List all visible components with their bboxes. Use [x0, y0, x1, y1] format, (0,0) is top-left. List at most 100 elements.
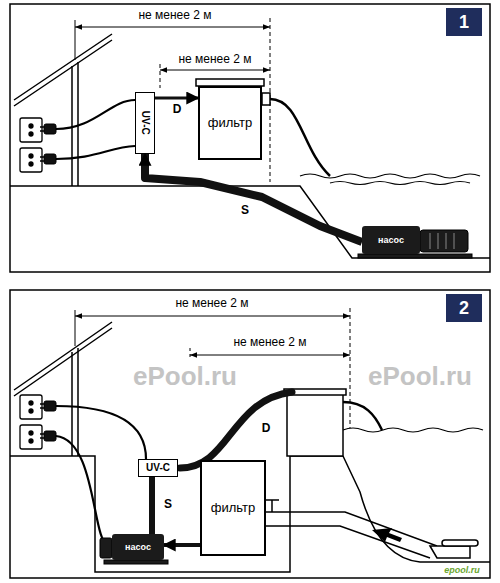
- dimension-line: [75, 20, 76, 60]
- bottom-drain: [430, 540, 478, 558]
- pump-motor: [100, 538, 112, 558]
- pump-motor: [430, 233, 454, 249]
- water-surface: [343, 428, 483, 432]
- box-text: насос: [378, 235, 404, 245]
- socket: [29, 439, 33, 443]
- box-text: фильтр: [211, 501, 255, 516]
- power-cable: [56, 406, 146, 459]
- plug: [40, 124, 56, 164]
- panel-number: 2: [446, 294, 482, 322]
- power-cable: [56, 406, 146, 546]
- hose-label: D: [171, 103, 184, 117]
- flow-arrow: [372, 528, 402, 542]
- bottom-drain: [442, 540, 478, 546]
- hose-label: S: [239, 204, 251, 218]
- socket: [29, 154, 33, 158]
- box-text: насос: [125, 542, 151, 552]
- socket: [20, 395, 42, 419]
- plug: [44, 154, 56, 164]
- drain-pipe: [265, 500, 279, 512]
- filter-outlet: [262, 93, 270, 105]
- drain-pipe: [266, 512, 437, 546]
- flow-arrow: [372, 528, 402, 542]
- power-cable: [56, 100, 135, 159]
- d-hose: [180, 392, 292, 468]
- stream-box: [343, 402, 382, 430]
- pump-motor: [104, 560, 168, 564]
- ground-line: [343, 456, 490, 562]
- hose-connector: [149, 477, 155, 534]
- ground-line: [10, 456, 343, 572]
- plug: [44, 401, 56, 411]
- dimension-line: [75, 18, 270, 182]
- socket: [29, 409, 33, 413]
- dimension-label: не менее 2 м: [176, 53, 253, 67]
- socket: [20, 425, 42, 449]
- socket: [29, 132, 33, 136]
- dimension-line: [75, 310, 76, 346]
- plug: [40, 404, 44, 438]
- dimension-line: [190, 348, 191, 358]
- pump: насос: [362, 226, 420, 254]
- water-surface: [343, 428, 483, 432]
- house-wall: [14, 34, 112, 186]
- dimension-label: не менее 2 м: [173, 297, 250, 311]
- socket: [29, 124, 33, 128]
- house-wall: [14, 322, 112, 456]
- box-text: UV-C: [139, 111, 151, 135]
- hose-label: D: [260, 422, 273, 436]
- pump-motor: [420, 230, 468, 252]
- dimension-line: [160, 70, 270, 71]
- watermark: ePool.ru: [133, 362, 237, 392]
- uv-clarifier: UV-C: [135, 92, 155, 154]
- panel-frame: [10, 4, 490, 578]
- water-surface: [300, 174, 480, 185]
- filter-outlet: [270, 99, 330, 176]
- pump: насос: [112, 534, 164, 560]
- plug: [44, 431, 56, 441]
- hose-connector: [164, 543, 200, 547]
- dimension-label: не менее 2 м: [231, 336, 308, 350]
- power-cable: [56, 436, 108, 546]
- stream-box: [284, 389, 382, 456]
- plug: [44, 124, 56, 134]
- box-text: 2: [459, 298, 469, 319]
- box-text: 1: [459, 12, 469, 33]
- house-wall: [72, 348, 78, 456]
- d-hose: [180, 392, 292, 468]
- house-wall: [14, 34, 112, 106]
- house-wall: [14, 322, 112, 396]
- ground-line: [10, 456, 490, 572]
- socket: [29, 401, 33, 405]
- dimension-line: [160, 64, 161, 88]
- dimension-line: [350, 308, 351, 428]
- hose-label: S: [162, 498, 174, 512]
- pump-motor: [358, 254, 472, 258]
- watermark: ePool.ru: [368, 362, 472, 392]
- power-cable: [56, 100, 135, 129]
- dimension-line: [75, 27, 270, 28]
- socket: [20, 395, 42, 449]
- plug: [40, 401, 56, 441]
- drain-pipe: [266, 526, 430, 558]
- hose-connector: [145, 154, 362, 242]
- socket: [20, 118, 42, 142]
- box-text: UV-C: [146, 462, 170, 474]
- dimension-line: [190, 355, 350, 356]
- drain-pipe: [265, 500, 437, 558]
- hose-connector: [155, 97, 198, 100]
- filter-box: фильтр: [198, 86, 262, 160]
- socket: [29, 431, 33, 435]
- site-logo: epool.ru: [444, 565, 480, 575]
- stream-box: [287, 394, 343, 456]
- socket: [20, 148, 42, 172]
- socket: [29, 162, 33, 166]
- power-cable: [56, 146, 135, 159]
- dimension-line: [75, 316, 350, 317]
- panel-number: 1: [446, 8, 482, 36]
- panel-frame: [10, 4, 490, 272]
- socket: [20, 118, 42, 172]
- plug: [40, 127, 44, 161]
- bottom-drain: [430, 546, 470, 558]
